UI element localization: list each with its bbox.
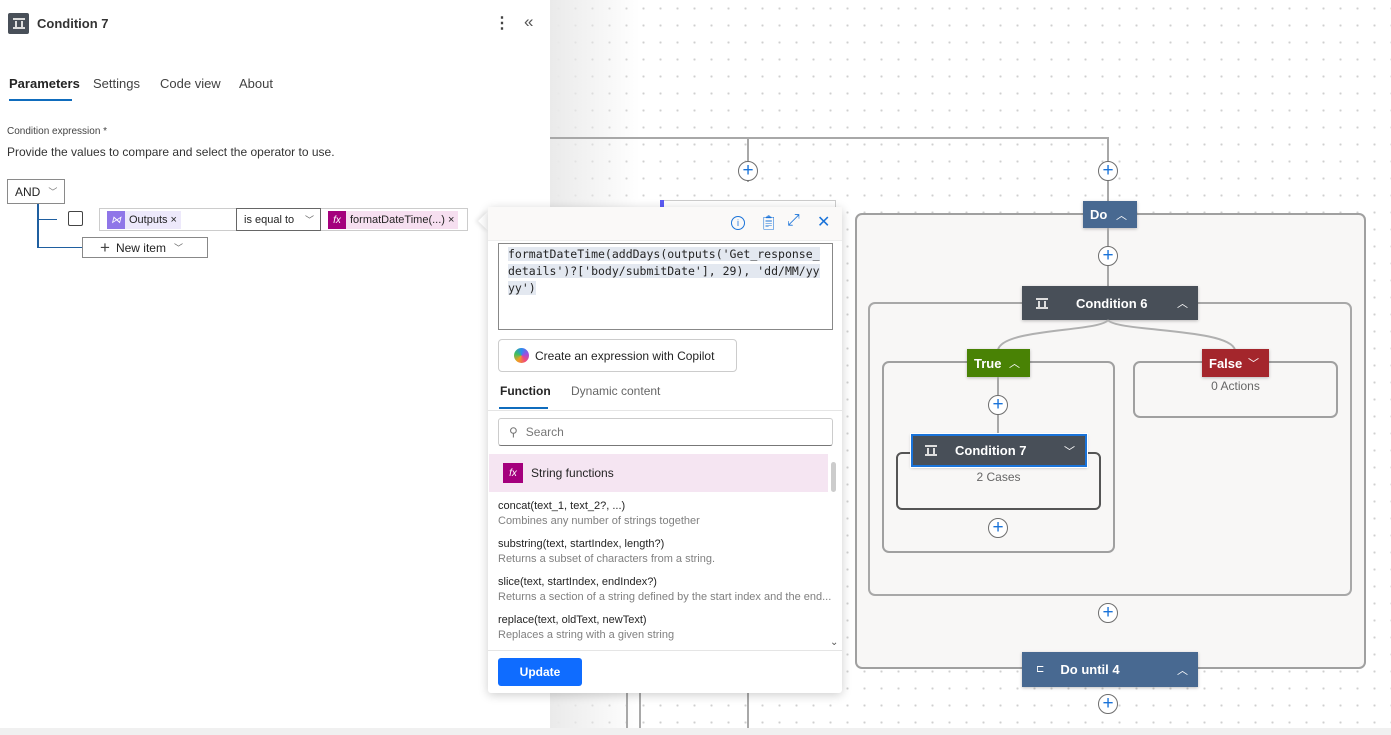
more-options-icon[interactable]: ⋮ <box>494 15 510 32</box>
condition-icon <box>925 445 937 456</box>
chevron-up-icon[interactable]: ︿ <box>1177 298 1188 310</box>
add-step-button[interactable]: + <box>1098 694 1118 714</box>
collapse-panel-icon[interactable]: « <box>524 12 534 31</box>
do-node[interactable]: Do ︿ <box>1083 201 1137 228</box>
function-description: Replaces a string with a given string <box>498 629 675 641</box>
chevron-down-icon: ﹀ <box>173 243 183 253</box>
function-icon: fx <box>328 211 346 229</box>
function-description: Combines any number of strings together <box>498 515 700 527</box>
tab-dynamic-content[interactable]: Dynamic content <box>571 384 661 398</box>
function-description: Returns a section of a string defined by… <box>498 591 832 603</box>
add-step-button[interactable]: + <box>1098 603 1118 623</box>
group-operator-value: AND <box>15 184 41 199</box>
function-item[interactable]: replace(text, oldText, newText) Replaces … <box>498 614 674 641</box>
condition-6-node[interactable]: Condition 6 ︿ <box>1022 286 1198 320</box>
condition-6-label: Condition 6 <box>1076 295 1148 311</box>
active-tab-indicator <box>499 407 548 409</box>
operator-dropdown[interactable]: is equal to ﹀ <box>236 208 321 231</box>
operator-value: is equal to <box>244 213 295 226</box>
condition-icon <box>1036 297 1048 309</box>
expression-text: formatDateTime(addDays(outputs('Get_resp… <box>508 247 820 295</box>
tab-function[interactable]: Function <box>500 384 551 398</box>
expression-token[interactable]: fx formatDateTime(...)× <box>328 211 459 229</box>
outputs-token[interactable]: ⋈ Outputs× <box>107 211 181 229</box>
condition-7-label: Condition 7 <box>955 443 1027 458</box>
chevron-down-icon[interactable]: ﹀ <box>1064 445 1075 458</box>
false-branch-node[interactable]: False ﹀ <box>1202 349 1269 377</box>
outputs-token-label: Outputs <box>129 214 168 226</box>
function-item[interactable]: concat(text_1, text_2?, ...) Combines any… <box>498 500 700 527</box>
chevron-up-icon[interactable]: ︿ <box>1009 358 1020 370</box>
tab-code-view[interactable]: Code view <box>160 76 221 91</box>
do-until-label: Do until 4 <box>1060 662 1120 677</box>
loop-icon: ⊏ <box>1036 664 1045 675</box>
chevron-up-icon[interactable]: ︿ <box>1177 664 1188 677</box>
chevron-down-icon: ﹀ <box>304 215 314 225</box>
condition-help-text: Provide the values to compare and select… <box>7 145 335 159</box>
do-label: Do <box>1090 207 1108 222</box>
active-tab-indicator <box>9 99 72 101</box>
function-signature: slice(text, startIndex, endIndex?) <box>498 576 657 588</box>
false-summary: 0 Actions <box>1211 379 1260 393</box>
expression-input[interactable]: formatDateTime(addDays(outputs('Get_resp… <box>498 243 833 330</box>
string-functions-category[interactable]: fx String functions <box>489 454 828 492</box>
plus-icon: + <box>100 237 110 257</box>
branch-connectors <box>997 319 1236 351</box>
true-branch-node[interactable]: True ︿ <box>967 349 1030 377</box>
remove-token-icon[interactable]: × <box>170 214 177 226</box>
tab-about[interactable]: About <box>239 76 273 91</box>
copilot-label: Create an expression with Copilot <box>535 348 715 363</box>
remove-token-icon[interactable]: × <box>447 214 455 226</box>
add-step-button[interactable]: + <box>988 518 1008 538</box>
expression-token-label: formatDateTime(...) <box>350 214 445 226</box>
copilot-icon <box>514 348 529 363</box>
search-placeholder: Search <box>525 425 564 439</box>
add-step-button[interactable]: + <box>1098 246 1118 266</box>
variable-icon: ⋈ <box>107 211 125 229</box>
condition-7-node[interactable]: Condition 7 ﹀ <box>910 433 1088 468</box>
function-signature: substring(text, startIndex, length?) <box>498 538 665 550</box>
chevron-down-icon: ﹀ <box>48 187 58 197</box>
true-label: True <box>974 355 1002 371</box>
scrollbar[interactable] <box>831 462 836 492</box>
new-item-label: New item <box>115 240 166 255</box>
category-label: String functions <box>531 466 614 480</box>
function-search-input[interactable]: ⚲ Search <box>498 418 833 446</box>
scroll-down-icon[interactable]: ⌄ <box>830 637 839 648</box>
update-button[interactable]: Update <box>498 658 582 686</box>
function-item[interactable]: slice(text, startIndex, endIndex?) Return… <box>498 576 831 603</box>
flow-canvas[interactable]: + + Do ︿ + Condition 6 ︿ True ︿ + Conditio… <box>550 0 1391 728</box>
false-label: False <box>1209 355 1243 371</box>
function-signature: replace(text, oldText, newText) <box>498 614 647 626</box>
bottom-bar <box>0 728 1391 735</box>
expression-editor-popup: i 📋︎ ⤢ ✕ formatDateTime(addDays(outputs(… <box>488 207 842 693</box>
do-until-node[interactable]: ⊏ Do until 4 ︿ <box>1022 652 1198 687</box>
add-step-button[interactable]: + <box>1098 161 1118 181</box>
tab-settings[interactable]: Settings <box>93 76 140 91</box>
condition-7-summary: 2 Cases <box>976 470 1021 484</box>
chevron-down-icon[interactable]: ﹀ <box>1248 358 1259 370</box>
search-icon: ⚲ <box>509 425 518 439</box>
new-item-button[interactable]: + New item ﹀ <box>82 237 208 258</box>
panel-title: Condition 7 <box>37 16 109 31</box>
info-icon[interactable]: i <box>731 216 745 230</box>
add-step-button[interactable]: + <box>988 395 1008 415</box>
function-signature: concat(text_1, text_2?, ...) <box>498 500 626 512</box>
function-icon: fx <box>503 463 523 483</box>
close-icon[interactable]: ✕ <box>817 214 831 231</box>
copilot-button[interactable]: Create an expression with Copilot <box>498 339 737 372</box>
condition-icon <box>8 13 29 34</box>
row-checkbox[interactable] <box>68 211 83 226</box>
tab-parameters[interactable]: Parameters <box>9 76 80 91</box>
add-step-button[interactable]: + <box>738 161 758 181</box>
expand-icon[interactable]: ⤢ <box>787 212 800 229</box>
condition-expression-label: Condition expression * <box>7 126 108 137</box>
function-item[interactable]: substring(text, startIndex, length?) Retu… <box>498 538 715 565</box>
clipboard-icon[interactable]: 📋︎ <box>760 214 778 230</box>
group-operator-dropdown[interactable]: AND ﹀ <box>7 179 65 204</box>
action-details-panel: Condition 7 ⋮ « Parameters Settings Code… <box>0 0 550 728</box>
function-description: Returns a subset of characters from a st… <box>498 553 716 565</box>
chevron-up-icon[interactable]: ︿ <box>1116 209 1127 222</box>
